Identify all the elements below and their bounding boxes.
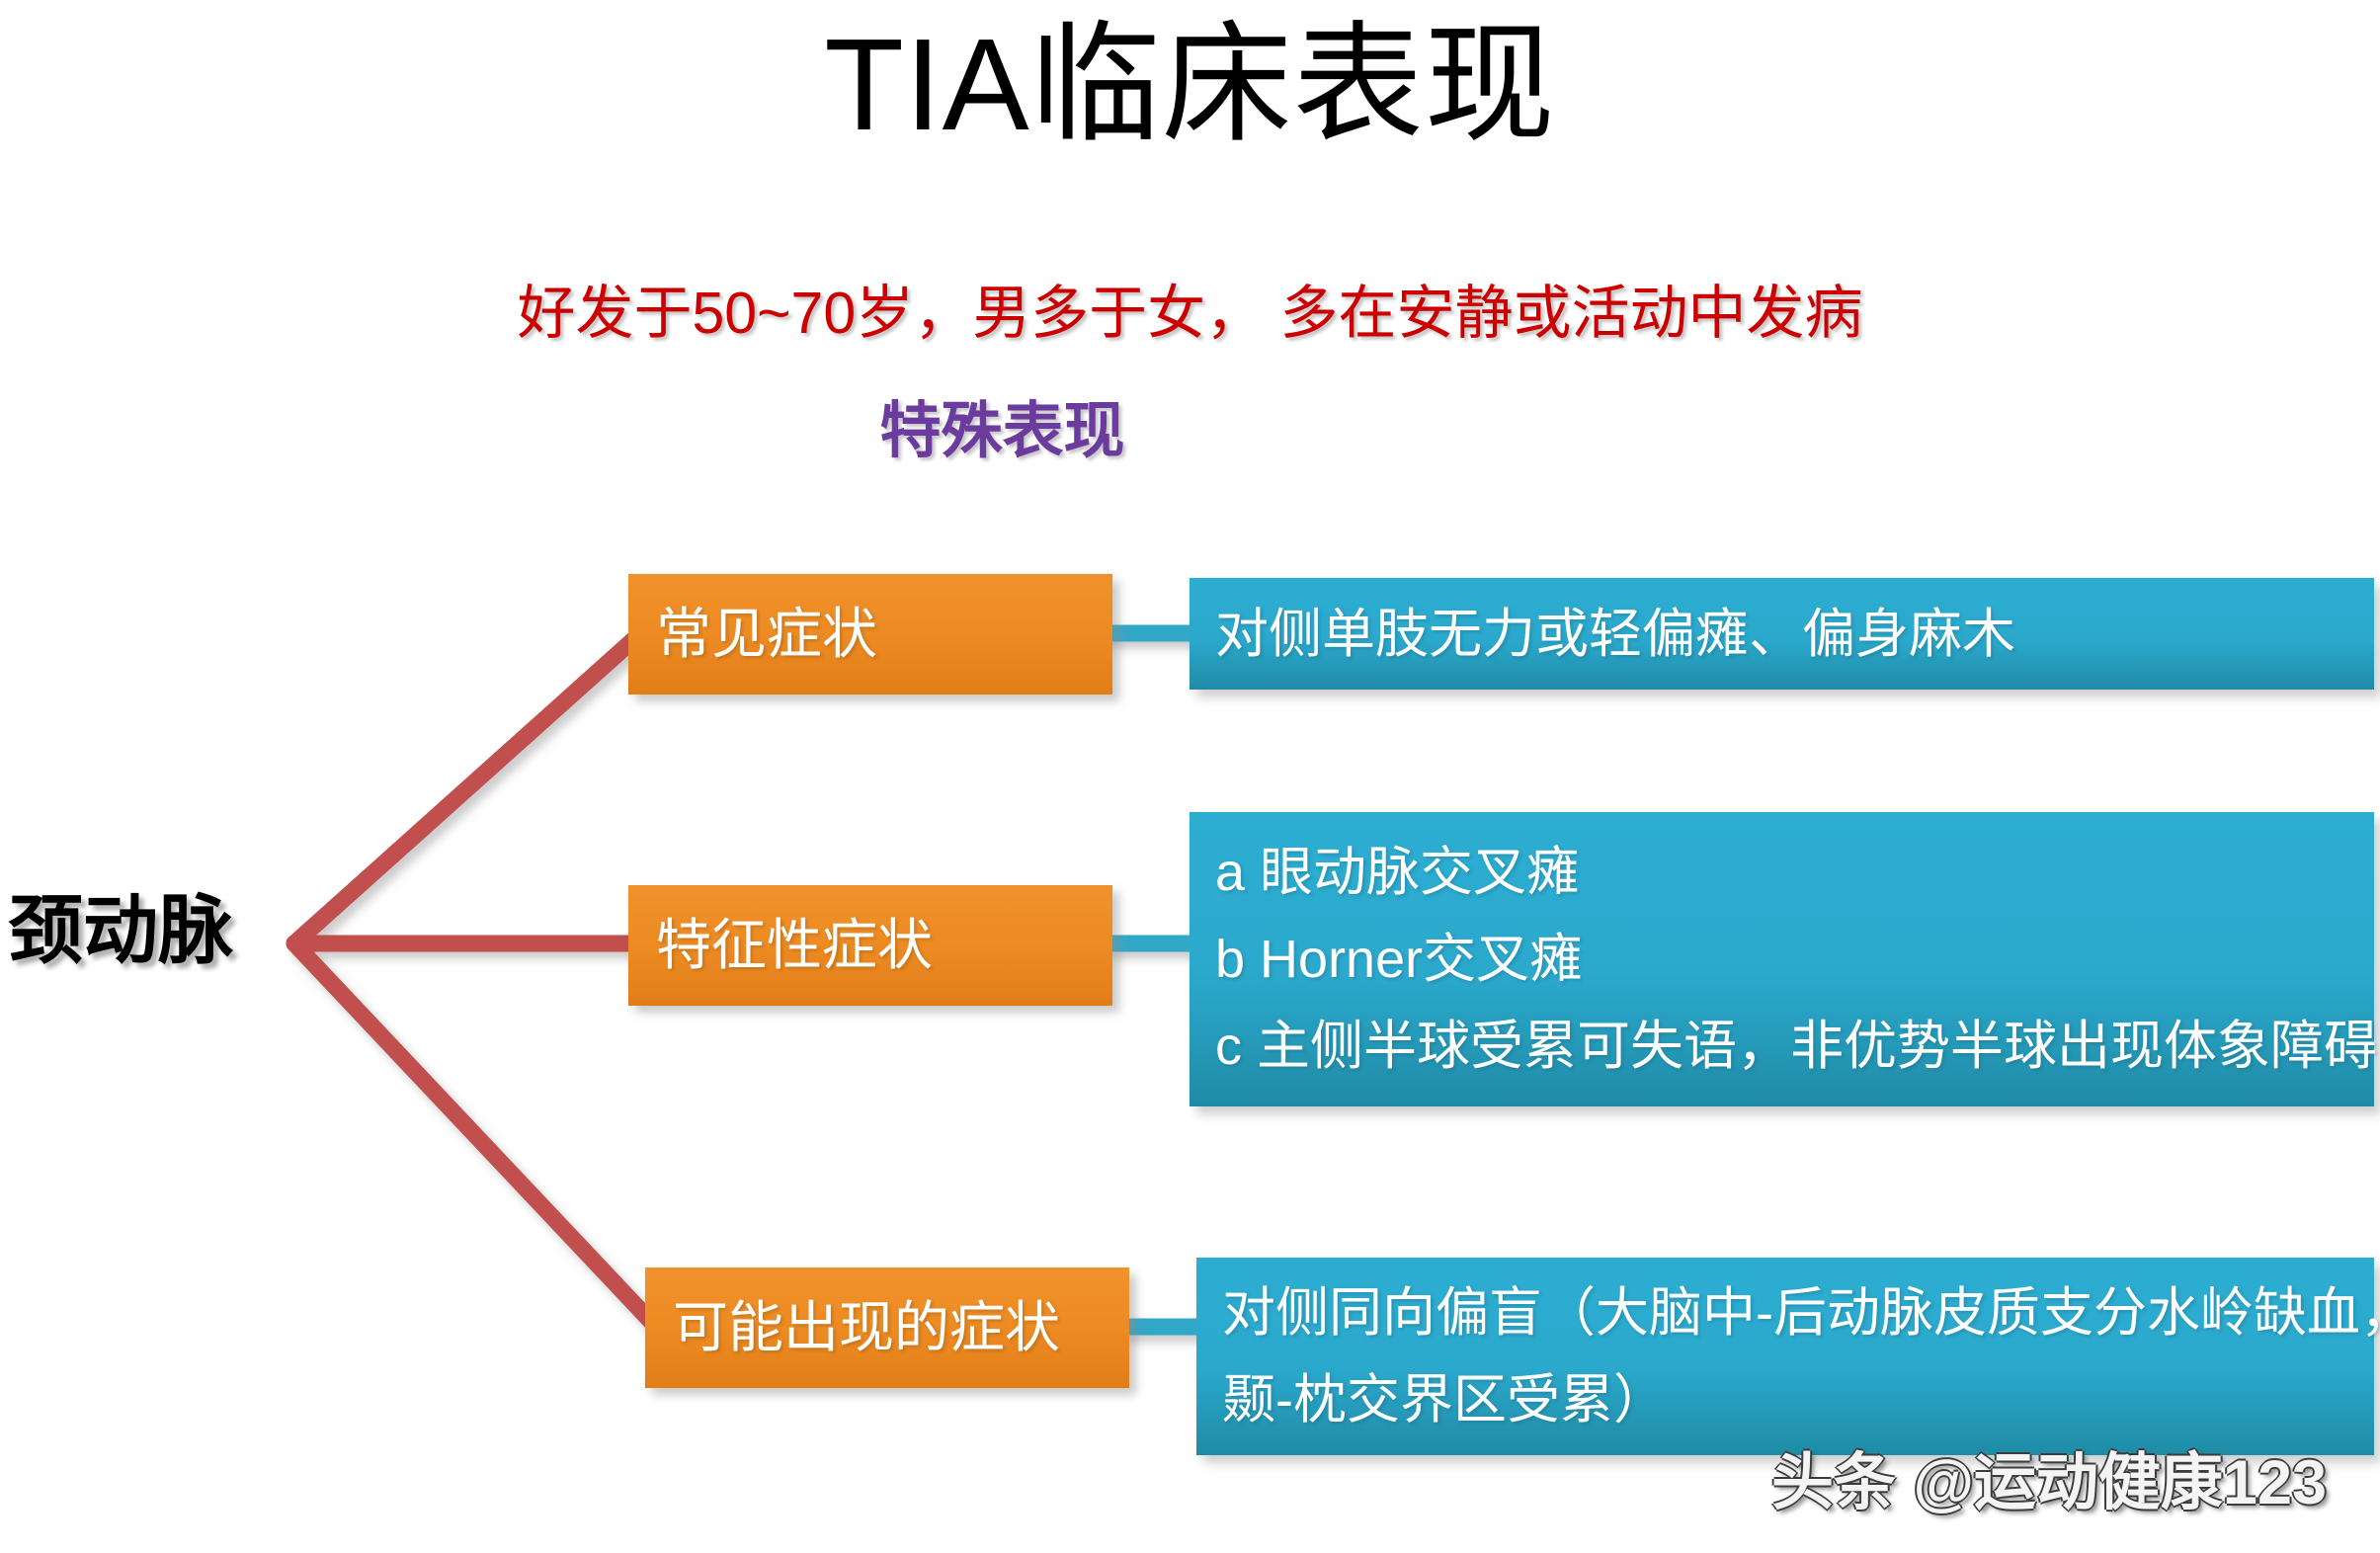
category-box-label: 常见症状 xyxy=(656,603,877,665)
detail-box-characteristic-symptoms[interactable]: a 眼动脉交叉瘫 b Horner交叉瘫 c 主侧半球受累可失语，非优势半球出现… xyxy=(1190,812,2378,1106)
detail-box-possible-symptoms[interactable]: 对侧同向偏盲（大脑中-后动脉皮质支分水岭缺血， 颞-枕交界区受累） xyxy=(1196,1258,2380,1455)
detail-line: 对侧单肢无力或轻偏瘫、偏身麻木 xyxy=(1215,604,2015,664)
subtitle-epidemiology: 好发于50~70岁，男多于女， 多在安静或活动中发病 xyxy=(517,281,1863,346)
detail-line: b Horner交叉瘫 xyxy=(1215,930,1584,989)
watermark: 头条 @运动健康123 xyxy=(1771,1448,2328,1517)
category-box-label: 特征性症状 xyxy=(656,914,933,976)
page-title: TIA临床表现 xyxy=(824,12,1556,157)
category-box-characteristic-symptoms[interactable]: 特征性症状 xyxy=(628,885,1112,1006)
cyan-link-connectors xyxy=(1098,624,1209,1336)
detail-line: 颞-枕交界区受累） xyxy=(1222,1370,1667,1430)
detail-line: 对侧同向偏盲（大脑中-后动脉皮质支分水岭缺血， xyxy=(1222,1283,2380,1343)
detail-line: c 主侧半球受累可失语，非优势半球出现体象障碍 xyxy=(1215,1017,2378,1076)
root-node-label: 颈动脉 xyxy=(8,889,233,973)
red-fan-connector xyxy=(286,628,665,1336)
category-box-common-symptoms[interactable]: 常见症状 xyxy=(628,574,1112,695)
category-box-label: 可能出现的症状 xyxy=(673,1296,1060,1358)
section-heading-special-manifestations: 特殊表现 xyxy=(879,397,1125,465)
detail-line: a 眼动脉交叉瘫 xyxy=(1215,843,1581,902)
category-box-possible-symptoms[interactable]: 可能出现的症状 xyxy=(645,1267,1129,1388)
detail-box-common-symptoms[interactable]: 对侧单肢无力或轻偏瘫、偏身麻木 xyxy=(1190,578,2374,690)
